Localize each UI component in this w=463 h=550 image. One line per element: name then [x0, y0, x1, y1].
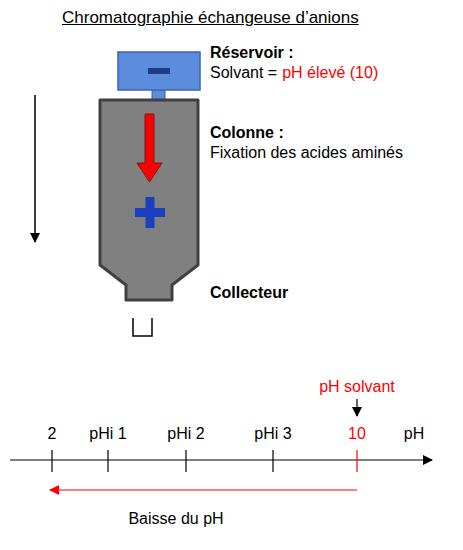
part-note: pH élevé (10) [282, 64, 378, 82]
reservoir-box [118, 52, 200, 90]
part-note: Fixation des acides aminés [210, 144, 403, 162]
collector-cup [133, 318, 152, 336]
part-note: Solvant = [210, 64, 277, 82]
axis-tick [107, 450, 108, 472]
plus-symbol [146, 197, 155, 228]
axis-note: pH solvant [319, 378, 395, 396]
axis-tick [356, 450, 357, 472]
flow-arrow [34, 95, 36, 242]
part-name: Colonne : [210, 124, 284, 142]
axis-value: pHi 1 [89, 425, 126, 443]
solvent-arrow [137, 114, 162, 182]
axis-tick [51, 450, 52, 472]
axis-title: pH [404, 425, 424, 443]
part-name: Réservoir : [210, 44, 294, 62]
decrease-arrow [50, 489, 357, 490]
axis-tick [185, 450, 186, 472]
ph-axis [10, 459, 432, 460]
minus-symbol [148, 68, 170, 74]
column-body [100, 100, 198, 300]
axis-value: 10 [348, 425, 366, 443]
axis-value: pHi 2 [167, 425, 204, 443]
axis-value: pHi 3 [254, 425, 291, 443]
arrow-label: Baisse du pH [128, 510, 223, 528]
axis-tick [272, 450, 273, 472]
part-name: Collecteur [210, 284, 288, 302]
diagram-title: Chromatographie échangeuse d’anions [62, 8, 359, 28]
axis-value: 2 [48, 425, 57, 443]
pointer-arrow [356, 399, 357, 416]
